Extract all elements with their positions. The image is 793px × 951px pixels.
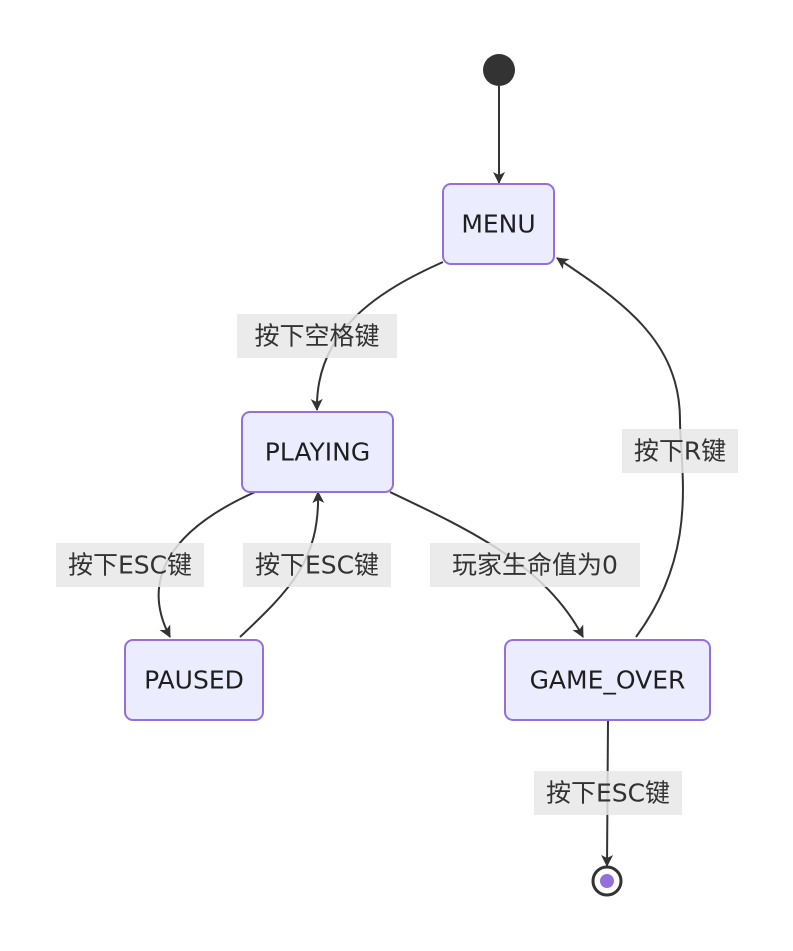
edge-label-game-over-to-end: 按下ESC键 xyxy=(534,771,682,815)
state-paused-label: PAUSED xyxy=(144,666,244,695)
start-node xyxy=(483,54,515,86)
edge-label-paused-to-playing: 按下ESC键 xyxy=(243,543,391,587)
edge-label-playing-to-paused: 按下ESC键 xyxy=(56,543,204,587)
edge-label-paused-to-playing-text: 按下ESC键 xyxy=(255,551,379,580)
edge-label-game-over-to-menu-text: 按下R键 xyxy=(634,437,726,466)
edge-label-playing-to-game-over-text: 玩家生命值为0 xyxy=(452,551,618,580)
end-node xyxy=(591,865,623,897)
state-game-over-label: GAME_OVER xyxy=(530,666,686,695)
state-paused[interactable]: PAUSED xyxy=(124,639,264,721)
edge-label-menu-to-playing: 按下空格键 xyxy=(237,314,397,358)
edge-label-playing-to-game-over: 玩家生命值为0 xyxy=(430,543,640,587)
edge-label-game-over-to-end-text: 按下ESC键 xyxy=(546,779,670,808)
edge-game-over-to-menu xyxy=(556,257,684,638)
state-playing[interactable]: PLAYING xyxy=(241,411,394,493)
edge-label-menu-to-playing-text: 按下空格键 xyxy=(254,322,379,351)
state-game-over[interactable]: GAME_OVER xyxy=(504,639,711,721)
state-menu[interactable]: MENU xyxy=(442,183,555,265)
state-playing-label: PLAYING xyxy=(265,438,370,467)
state-menu-label: MENU xyxy=(461,210,535,239)
edge-label-playing-to-paused-text: 按下ESC键 xyxy=(68,551,192,580)
edge-label-game-over-to-menu: 按下R键 xyxy=(622,429,738,473)
